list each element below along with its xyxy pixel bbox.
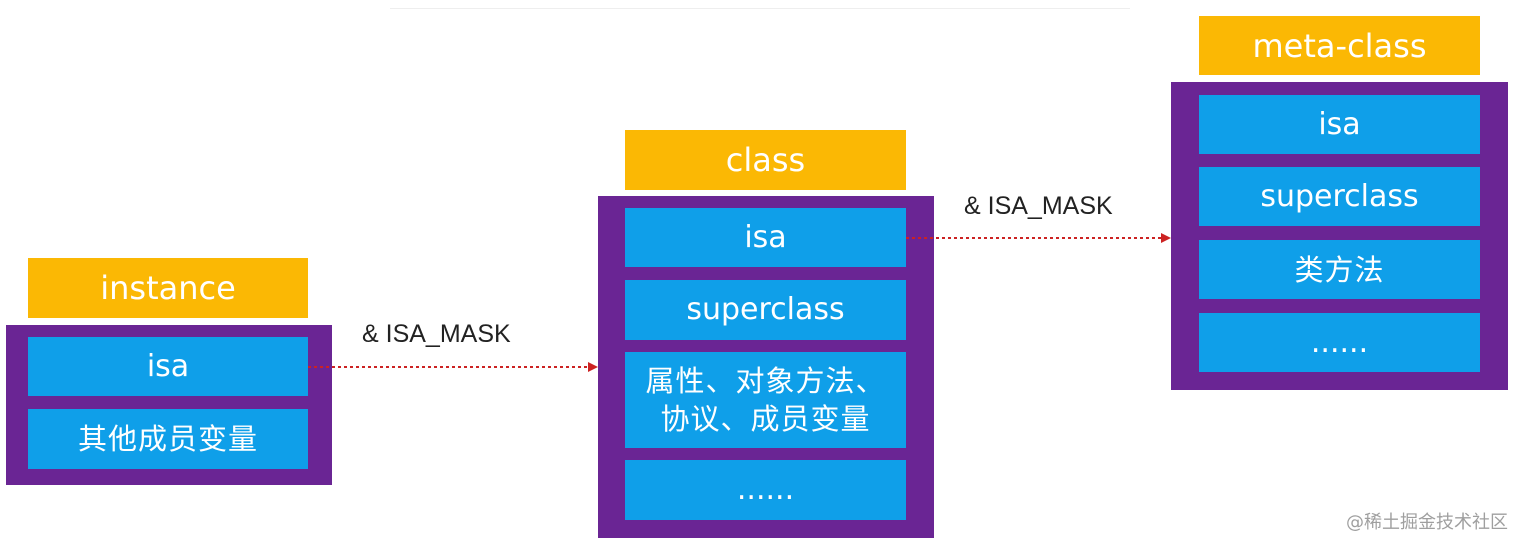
instance-ivars-cell: 其他成员变量: [28, 409, 308, 469]
class-methods-line-1: 属性、对象方法、: [645, 364, 886, 398]
instance-to-class-label: & ISA_MASK: [362, 320, 511, 348]
meta-class-title: meta-class: [1199, 16, 1480, 75]
meta-class-superclass-cell: superclass: [1199, 167, 1480, 226]
meta-class-ellipsis-cell: ......: [1199, 313, 1480, 372]
meta-class-isa-cell: isa: [1199, 95, 1480, 154]
instance-title: instance: [28, 258, 308, 318]
class-title: class: [625, 130, 906, 190]
watermark: @稀土掘金技术社区: [1346, 512, 1508, 533]
meta-class-methods-cell: 类方法: [1199, 240, 1480, 299]
class-ellipsis-cell: ......: [625, 460, 906, 520]
class-methods-line-2: 协议、成员变量: [660, 402, 871, 436]
top-divider: [390, 8, 1130, 9]
class-superclass-cell: superclass: [625, 280, 906, 340]
class-to-meta-label: & ISA_MASK: [964, 192, 1113, 220]
class-isa-cell: isa: [625, 208, 906, 267]
class-methods-cell: 属性、对象方法、 协议、成员变量: [625, 352, 906, 448]
instance-isa-cell: isa: [28, 337, 308, 396]
